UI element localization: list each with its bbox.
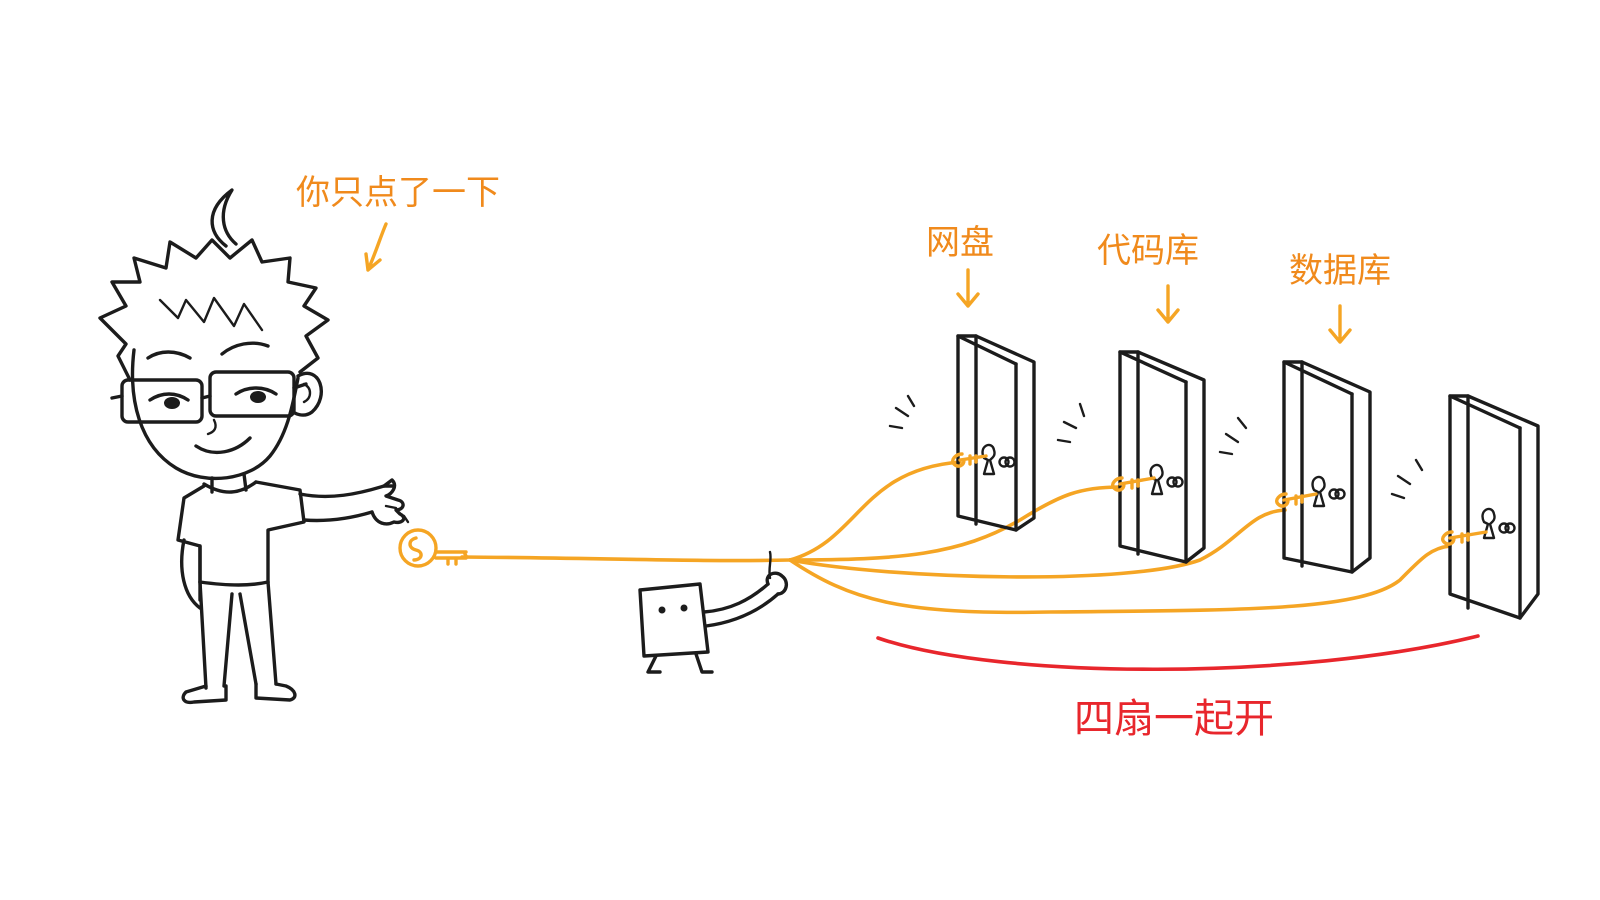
- click-note-label: 你只点了一下: [296, 173, 500, 213]
- door-3: [1218, 360, 1372, 574]
- rope-door-3: [788, 508, 1287, 579]
- doors-open-label: 四扇一起开: [1074, 696, 1274, 742]
- door-2-label: 代码库: [1097, 231, 1199, 271]
- door-1-label: 网盘: [926, 223, 994, 263]
- person-character: [98, 188, 406, 705]
- rope-door-1: [788, 460, 962, 562]
- right-eye: [250, 391, 266, 403]
- box-eye-left: [658, 606, 666, 614]
- door-4: [1390, 394, 1540, 620]
- together-annotation: 四扇一起开: [876, 634, 1480, 742]
- red-bracket: [876, 634, 1480, 672]
- arrow-down-icon: [364, 222, 388, 272]
- click-annotation: 你只点了一下: [296, 173, 500, 272]
- door-2: [1056, 350, 1206, 564]
- door-3-label: 数据库: [1289, 251, 1391, 291]
- left-eye: [164, 397, 180, 409]
- ropes: [460, 460, 1452, 615]
- door-1: [888, 334, 1036, 532]
- box-eye-right: [680, 604, 688, 612]
- door-labels: 网盘 代码库 数据库: [926, 223, 1391, 344]
- rope-door-4: [788, 544, 1452, 615]
- arrow-down-icon: [956, 268, 980, 308]
- arrow-down-icon: [1328, 304, 1352, 344]
- rope-main: [460, 555, 792, 563]
- arrow-down-icon: [1156, 284, 1180, 324]
- master-key-icon: [398, 514, 468, 568]
- rope-door-2: [788, 485, 1122, 562]
- box-helper-character: [638, 550, 789, 674]
